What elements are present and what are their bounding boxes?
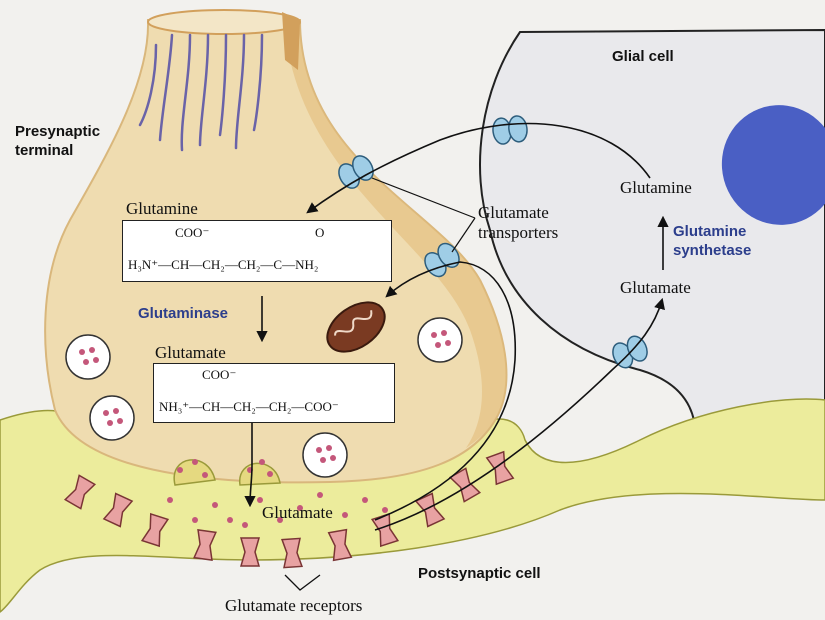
glial-cell-label: Glial cell (612, 48, 674, 65)
transporters-label-line-1: Glutamate (478, 203, 558, 223)
glutamine-carbonyl-o: O (315, 225, 324, 241)
glutamate-carboxylate: COO⁻ (202, 367, 236, 383)
presynaptic-label-line-2: terminal (15, 141, 100, 160)
glutaminase-label: Glutaminase (138, 305, 228, 322)
receptor-brace (285, 575, 320, 590)
postsynaptic-cell-label: Postsynaptic cell (418, 565, 541, 582)
glutamine-synthetase-label: Glutamine synthetase (673, 222, 751, 260)
glutamine-chain: H₃N⁺—CH—CH₂—CH₂—C—NH₂ (128, 257, 318, 273)
glial-glutamate-label: Glutamate (620, 278, 691, 298)
transporters-label-line-2: transporters (478, 223, 558, 243)
glutamine-label: Glutamine (126, 199, 198, 219)
glutamate-structure: COO⁻ NH₃⁺—CH—CH₂—CH₂—COO⁻ (153, 363, 395, 423)
vesicle (303, 433, 347, 477)
glutamate-label: Glutamate (155, 343, 226, 363)
glutamine-carboxylate: COO⁻ (175, 225, 209, 241)
glutamate-receptors-label: Glutamate receptors (225, 596, 362, 616)
vesicle (66, 335, 110, 379)
presynaptic-terminal-label: Presynaptic terminal (15, 122, 100, 160)
vesicle (90, 396, 134, 440)
glutamate-transporters-label: Glutamate transporters (478, 203, 558, 243)
glutamate-chain: NH₃⁺—CH—CH₂—CH₂—COO⁻ (159, 399, 339, 415)
synthetase-label-line-2: synthetase (673, 241, 751, 260)
synthetase-label-line-1: Glutamine (673, 222, 751, 241)
glial-glutamine-label: Glutamine (620, 178, 692, 198)
axon-cut-surface (148, 10, 300, 34)
presynaptic-label-line-1: Presynaptic (15, 122, 100, 141)
vesicle (418, 318, 462, 362)
cleft-glutamate-label: Glutamate (262, 503, 333, 523)
glutamine-structure: COO⁻ O H₃N⁺—CH—CH₂—CH₂—C—NH₂ (122, 220, 392, 282)
